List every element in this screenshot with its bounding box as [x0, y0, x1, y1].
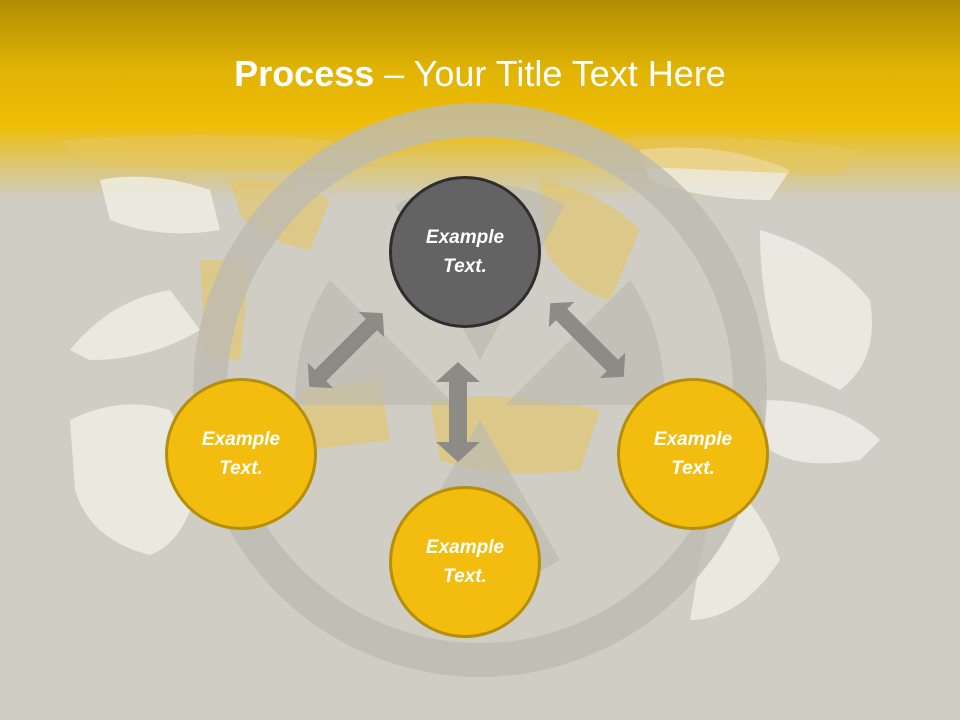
bottom-node[interactable]: Example Text.	[389, 486, 541, 638]
right-node-text: Example Text.	[653, 429, 733, 479]
title-rest: – Your Title Text Here	[374, 53, 726, 94]
left-node[interactable]: Example Text.	[165, 378, 317, 530]
center-node-text: Example Text.	[425, 227, 505, 277]
left-node-text: Example Text.	[201, 429, 281, 479]
center-node[interactable]: Example Text.	[389, 176, 541, 328]
right-node[interactable]: Example Text.	[617, 378, 769, 530]
title-strong: Process	[234, 53, 375, 94]
bottom-node-text: Example Text.	[425, 537, 505, 587]
page-title: Process – Your Title Text Here	[0, 52, 960, 96]
